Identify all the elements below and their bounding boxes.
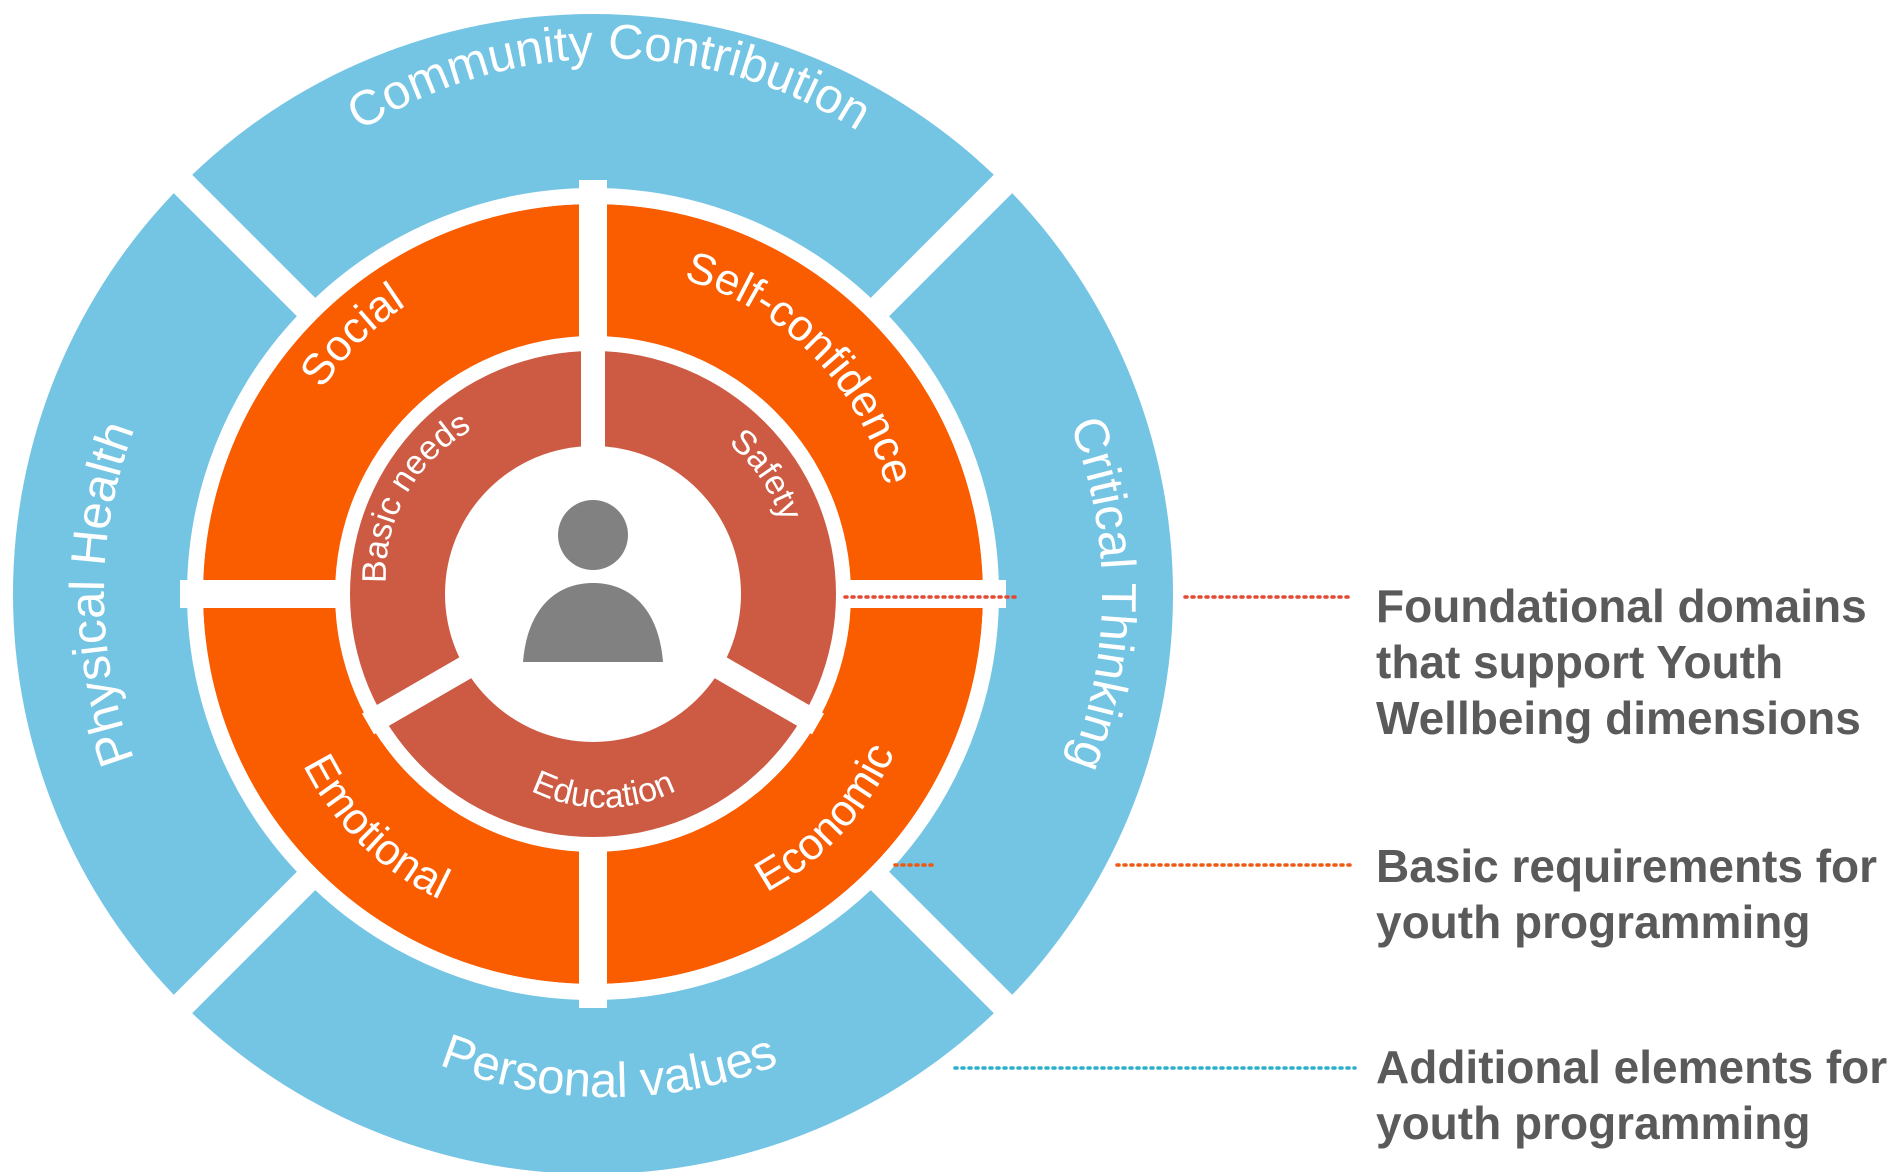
legend-line: youth programming bbox=[1376, 896, 1810, 948]
legend-additional: Additional elements for youth programmin… bbox=[1376, 1041, 1900, 1149]
legend: Foundational domains that support Youth … bbox=[1376, 580, 1900, 1149]
person-icon-body bbox=[523, 583, 663, 662]
leader-lines bbox=[843, 595, 1357, 1070]
legend-foundational: Foundational domains that support Youth … bbox=[1376, 580, 1879, 744]
legend-line: Foundational domains bbox=[1376, 580, 1867, 632]
person-icon bbox=[523, 500, 663, 662]
legend-line: Wellbeing dimensions bbox=[1376, 692, 1861, 744]
legend-line: that support Youth bbox=[1376, 636, 1783, 688]
legend-line: youth programming bbox=[1376, 1097, 1810, 1149]
legend-line: Additional elements for bbox=[1376, 1041, 1887, 1093]
legend-line: Basic requirements for bbox=[1376, 840, 1877, 892]
middle-ring-outer-gap bbox=[187, 188, 999, 1000]
legend-basic: Basic requirements for youth programming bbox=[1376, 840, 1890, 948]
person-icon-head bbox=[558, 500, 628, 570]
